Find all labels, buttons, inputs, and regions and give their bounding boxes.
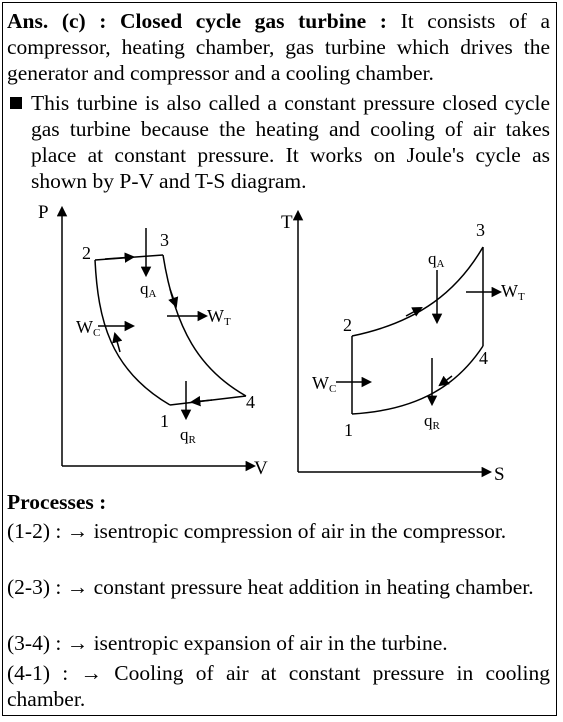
ts-s-axis-label: S bbox=[494, 464, 505, 485]
pv-diagram: P V 2 3 4 1 qA WT WC qR bbox=[38, 202, 268, 479]
process-item-1-2: (1-2) : → isentropic compression of air … bbox=[7, 519, 507, 543]
ts-t-axis-label: T bbox=[281, 212, 293, 233]
pv-point-1: 1 bbox=[160, 411, 169, 431]
ts-qa-label: qA bbox=[428, 249, 445, 270]
ts-dir-arrow-2-3 bbox=[405, 307, 423, 317]
ts-point-3: 3 bbox=[476, 220, 485, 240]
bullet-paragraph: This turbine is also called a constant p… bbox=[7, 90, 550, 194]
ts-point-4: 4 bbox=[479, 348, 488, 368]
answer-paragraph: Ans. (c) : Closed cycle gas turbine : It… bbox=[7, 8, 550, 86]
pv-p-axis-label: P bbox=[38, 202, 49, 223]
ts-wt-label: WT bbox=[501, 281, 525, 303]
pv-qa-label: qA bbox=[140, 279, 157, 300]
answer-box bbox=[2, 2, 557, 716]
answer-text: It consists of a compressor, heating cha… bbox=[7, 9, 551, 85]
ts-process-4-1 bbox=[351, 345, 484, 415]
pv-dir-arrow-3-4 bbox=[168, 288, 179, 308]
answer-label: Ans. (c) : bbox=[7, 9, 107, 33]
pv-point-3: 3 bbox=[160, 230, 169, 250]
ts-diagram: T S 2 3 4 1 qA WT WC qR bbox=[281, 209, 525, 485]
pv-process-1-2 bbox=[94, 259, 171, 406]
pv-point-2: 2 bbox=[82, 243, 91, 263]
ts-process-2-3 bbox=[351, 246, 484, 337]
pv-point-4: 4 bbox=[246, 392, 255, 412]
bullet-text: This turbine is also called a constant p… bbox=[31, 91, 550, 193]
ts-qr-label: qR bbox=[424, 411, 441, 432]
pv-dir-arrow-2-3 bbox=[104, 252, 136, 263]
process-item-2-3: (2-3) : → constant pressure heat additio… bbox=[7, 575, 534, 599]
process-item-3-4: (3-4) : → isentropic expansion of air in… bbox=[7, 631, 448, 655]
process-item-4-1: (4-1) : → Cooling of air at constant pre… bbox=[7, 661, 550, 711]
ts-point-2: 2 bbox=[343, 315, 352, 335]
bullet-square-icon bbox=[10, 97, 22, 109]
ts-point-1: 1 bbox=[344, 420, 353, 440]
pv-process-3-4 bbox=[162, 254, 247, 397]
ts-dir-arrow-4-1 bbox=[438, 375, 453, 387]
pv-wc-label: WC bbox=[76, 317, 100, 339]
ts-wc-label: WC bbox=[312, 373, 336, 395]
processes-title: Processes : bbox=[7, 490, 107, 514]
pv-dir-arrow-4-1 bbox=[189, 395, 213, 407]
answer-heading: Closed cycle gas turbine : bbox=[120, 9, 387, 33]
pv-qr-label: qR bbox=[180, 425, 197, 446]
pv-dir-arrow-1-2 bbox=[112, 331, 123, 353]
pv-wt-label: WT bbox=[207, 306, 231, 328]
pv-v-axis-label: V bbox=[254, 458, 268, 479]
